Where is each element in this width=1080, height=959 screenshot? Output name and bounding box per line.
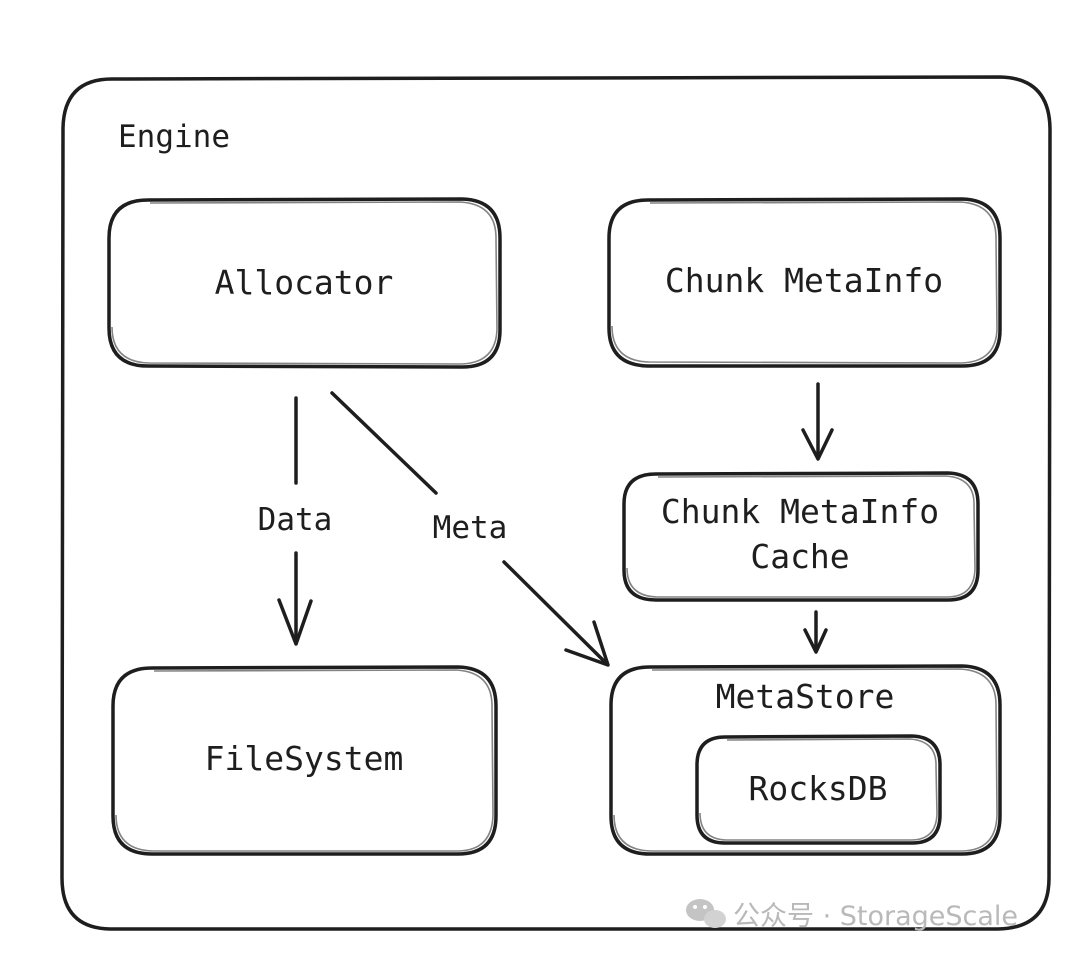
wechat-icon [686, 899, 726, 928]
chunk-metainfo-cache-line2: Cache [750, 537, 849, 576]
engine-container: Engine [60, 75, 1052, 931]
edge-meta: Meta [330, 391, 610, 667]
edge-cache-to-store [803, 610, 828, 654]
rocksdb-node: RocksDB [695, 734, 942, 845]
watermark: 公众号 · StorageScale [686, 899, 1018, 932]
filesystem-node: FileSystem [111, 665, 498, 856]
chunk-metainfo-node: Chunk MetaInfo [607, 197, 1002, 368]
edge-info-to-cache [801, 382, 834, 461]
edge-meta-label: Meta [433, 510, 508, 546]
allocator-node: Allocator [107, 197, 502, 369]
metastore-node: MetaStore RocksDB [609, 664, 1002, 856]
filesystem-label: FileSystem [205, 739, 404, 778]
watermark-text: 公众号 · StorageScale [733, 901, 1018, 932]
chunk-metainfo-cache-line1: Chunk MetaInfo [661, 492, 939, 531]
allocator-label: Allocator [215, 263, 394, 302]
chunk-metainfo-cache-node: Chunk MetaInfo Cache [622, 471, 980, 602]
engine-label: Engine [118, 119, 230, 155]
chunk-metainfo-label: Chunk MetaInfo [665, 261, 943, 300]
edge-data: Data [258, 396, 333, 646]
edge-data-label: Data [258, 502, 333, 538]
metastore-label: MetaStore [716, 677, 895, 716]
rocksdb-label: RocksDB [748, 769, 887, 808]
